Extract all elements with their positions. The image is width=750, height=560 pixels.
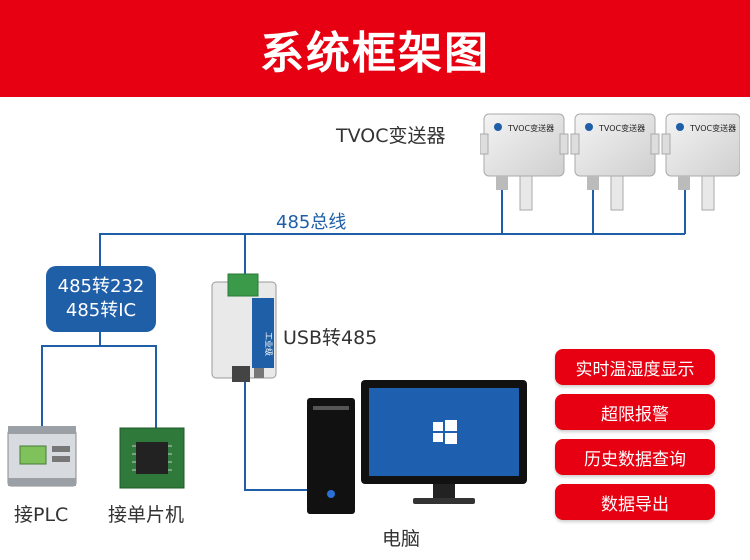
tvoc-transmitter-2: TVOC变送器 [571, 114, 659, 210]
bus-main-line [100, 234, 685, 268]
svg-text:TVOC变送器: TVOC变送器 [598, 123, 645, 133]
usb-to-pc-line [245, 382, 312, 490]
mcu-device [118, 426, 186, 490]
svg-text:TVOC变送器: TVOC变送器 [689, 123, 736, 133]
mcu-label: 接单片机 [108, 500, 184, 527]
usb-converter-device: 工业级 [208, 270, 280, 388]
svg-text:工业级: 工业级 [264, 332, 274, 356]
converter-box: 485转232 485转IC [46, 266, 156, 332]
feature-data-export: 数据导出 [555, 484, 715, 520]
feature-overlimit-alarm: 超限报警 [555, 394, 715, 430]
svg-text:TVOC变送器: TVOC变送器 [507, 123, 554, 133]
bus-label: 485总线 [276, 208, 346, 234]
feature-realtime-display: 实时温湿度显示 [555, 349, 715, 385]
converter-line-2: 485转IC [66, 299, 136, 323]
plc-label: 接PLC [14, 500, 68, 527]
computer-label: 电脑 [382, 524, 420, 551]
tvoc-transmitter-1: TVOC变送器 [480, 114, 568, 210]
converter-branch-line [42, 332, 100, 428]
converter-line-1: 485转232 [58, 275, 145, 299]
pc-monitor [361, 380, 527, 504]
computer-device [305, 378, 530, 518]
pc-tower [307, 398, 355, 514]
plc-device [6, 424, 78, 490]
sensor-label: TVOC变送器 [336, 121, 446, 148]
usb-label: USB转485 [283, 323, 377, 350]
converter-branch-line-2 [100, 346, 156, 428]
tvoc-transmitter-3: TVOC变送器 [662, 114, 740, 210]
tvoc-transmitters: TVOC变送器 TVOC变送器 TVOC变送器 [480, 110, 740, 220]
feature-history-query: 历史数据查询 [555, 439, 715, 475]
